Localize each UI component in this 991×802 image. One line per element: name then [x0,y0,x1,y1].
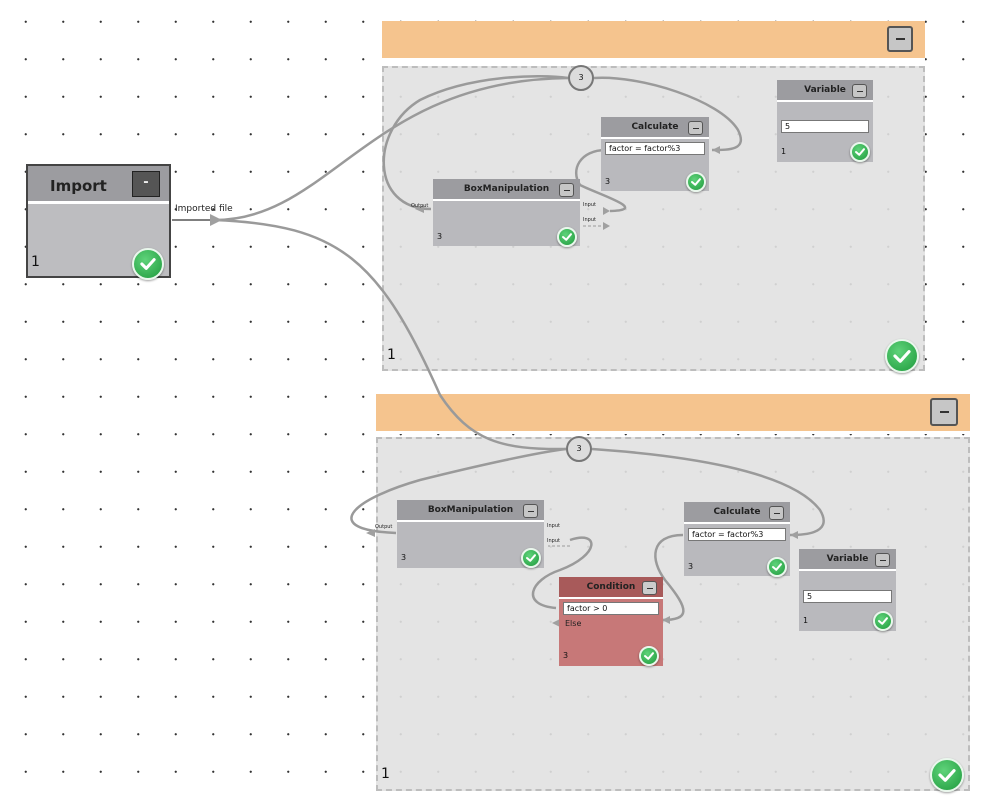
minus-icon [527,510,534,512]
check-circle-icon [521,548,541,568]
group-1-count: 1 [387,347,396,363]
node-minimize-button[interactable] [769,506,784,520]
minus-icon [939,411,949,413]
node-minimize-button[interactable] [875,553,890,567]
input-port-label: Input [547,538,560,544]
input-port-label: Input [583,217,596,223]
minus-icon [563,189,570,191]
node-title: BoxManipulation [433,179,580,201]
group-1-boxmanipulation-node[interactable]: BoxManipulation 3 [433,179,580,247]
node-title: Variable [799,549,896,571]
formula-input[interactable]: factor = factor%3 [688,528,786,541]
check-circle-icon [885,339,919,373]
import-node[interactable]: Import - 1 [26,164,171,280]
minus-icon [856,90,863,92]
group-1-variable-node[interactable]: Variable 5 1 [777,80,873,162]
minus-icon [646,587,653,589]
node-count: 3 [437,232,443,241]
minus-icon [895,38,905,40]
variable-input[interactable]: 5 [803,590,892,603]
minus-icon [879,559,886,561]
import-node-count: 1 [31,254,40,270]
check-circle-icon [850,142,870,162]
group-1-minimize-button[interactable] [887,26,913,52]
node-title: Calculate [601,117,709,139]
check-circle-icon [132,248,164,280]
group-1-calculate-node[interactable]: Calculate factor = factor%3 3 [601,117,709,192]
group-2-variable-node[interactable]: Variable 5 1 [799,549,896,631]
node-title: Condition [559,577,663,599]
node-count: 3 [401,553,407,562]
output-port-label: Output [411,203,429,209]
import-node-title: Import [50,177,107,195]
import-node-header[interactable]: Import - [28,166,169,204]
group-2-boxmanipulation-node[interactable]: BoxManipulation 3 [397,500,544,568]
check-circle-icon [639,646,659,666]
node-count: 1 [781,147,787,156]
node-count: 3 [688,562,694,571]
group-2-count: 1 [381,766,390,782]
node-minimize-button[interactable] [642,581,657,595]
import-minimize-button[interactable]: - [132,171,160,197]
group-1-header[interactable] [382,21,925,61]
group-2-minimize-button[interactable] [930,398,958,426]
check-circle-icon [930,758,964,792]
formula-input[interactable]: factor = factor%3 [605,142,705,155]
check-circle-icon [686,172,706,192]
node-title: Calculate [684,502,790,524]
group-2-hub[interactable]: 3 [566,436,592,462]
check-circle-icon [767,557,787,577]
node-count: 1 [803,616,809,625]
output-port-label: Output [375,524,393,530]
group-2-condition-node[interactable]: Condition factor > 0 Else 3 [559,577,663,666]
node-title: BoxManipulation [397,500,544,522]
check-circle-icon [873,611,893,631]
minus-icon [773,512,780,514]
import-output-label: Imported file [175,204,233,214]
node-minimize-button[interactable] [559,183,574,197]
input-port-label: Input [583,202,596,208]
else-label: Else [565,619,582,628]
check-circle-icon [557,227,577,247]
node-title: Variable [777,80,873,102]
node-minimize-button[interactable] [852,84,867,98]
variable-input[interactable]: 5 [781,120,869,133]
node-count: 3 [605,177,611,186]
group-2-header[interactable] [376,394,970,434]
node-minimize-button[interactable] [688,121,703,135]
group-1-hub[interactable]: 3 [568,65,594,91]
group-2-calculate-node[interactable]: Calculate factor = factor%3 3 [684,502,790,577]
node-count: 3 [563,651,569,660]
condition-input[interactable]: factor > 0 [563,602,659,615]
input-port-label: Input [547,523,560,529]
minus-icon [692,127,699,129]
node-minimize-button[interactable] [523,504,538,518]
